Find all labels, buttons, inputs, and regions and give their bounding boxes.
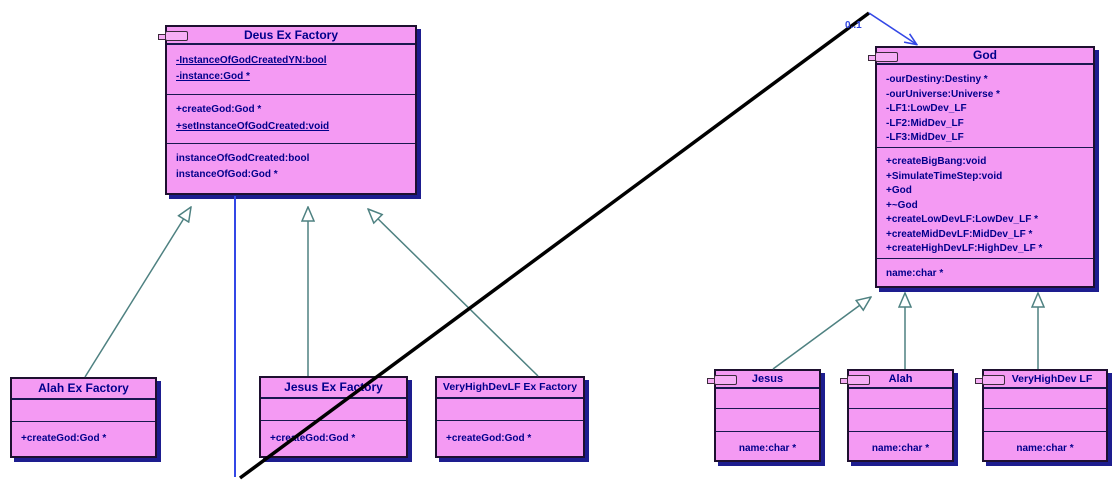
method: +createLowDevLF:LowDev_LF *: [886, 214, 1038, 225]
attribute: -InstanceOfGodCreatedYN:bool: [176, 55, 327, 66]
class-title: God: [877, 48, 1093, 65]
class-title: Jesus Ex Factory: [261, 378, 406, 399]
class-component-icon: [158, 31, 188, 42]
property: instanceOfGodCreated:bool: [176, 153, 310, 164]
attributes-compartment: [437, 399, 583, 421]
property: name:char *: [738, 443, 797, 454]
property: instanceOfGod:God *: [176, 169, 278, 180]
methods-compartment: [984, 409, 1106, 432]
attribute: -LF2:MidDev_LF: [886, 117, 964, 129]
method: +SimulateTimeStep:void: [886, 170, 1003, 182]
method: +setInstanceOfGodCreated:void: [176, 121, 330, 132]
property: name:char *: [871, 443, 930, 454]
property: name:char *: [1016, 443, 1074, 454]
properties-compartment: name:char *: [849, 432, 952, 464]
attributes-compartment: [261, 399, 406, 421]
attributes-compartment: [12, 400, 155, 422]
properties-compartment: name:char *: [984, 432, 1106, 464]
attribute: -instance:God *: [176, 71, 250, 82]
class-title: Alah Ex Factory: [12, 379, 155, 400]
attribute: -ourDestiny:Destiny *: [886, 74, 988, 85]
method: +createGod:God *: [21, 433, 107, 444]
class-component-icon: [975, 375, 1005, 386]
property: name:char *: [886, 268, 944, 279]
attribute: -ourUniverse:Universe *: [886, 88, 1000, 100]
method: +createGod:God *: [270, 433, 356, 444]
class-alah[interactable]: Alah name:char *: [840, 369, 954, 464]
class-title: VeryHighDev LF: [984, 371, 1106, 389]
class-component-icon: [868, 52, 898, 63]
method: +createMidDevLF:MidDev_LF *: [886, 228, 1033, 240]
methods-compartment: +createBigBang:void +SimulateTimeStep:vo…: [877, 148, 1093, 259]
class-veryhighdev-lf[interactable]: VeryHighDev LF name:char *: [975, 369, 1108, 464]
class-title: Deus Ex Factory: [167, 27, 415, 45]
attributes-compartment: -InstanceOfGodCreatedYN:bool -instance:G…: [167, 45, 415, 95]
methods-compartment: [716, 409, 819, 432]
class-component-icon: [707, 375, 737, 386]
class-component-icon: [840, 375, 870, 386]
properties-compartment: instanceOfGodCreated:bool instanceOfGod:…: [167, 144, 415, 197]
method: +createGod:God *: [446, 433, 532, 444]
properties-compartment: name:char *: [877, 259, 1093, 290]
generalization-alahex-to-deus: [84, 207, 191, 378]
class-jesus[interactable]: Jesus name:char *: [707, 369, 821, 464]
class-title: VeryHighDevLF Ex Factory: [437, 378, 583, 399]
association-multiplicity-label: 0..1: [845, 20, 862, 31]
method: +createHighDevLF:HighDev_LF *: [886, 243, 1043, 254]
attributes-compartment: [849, 389, 952, 409]
class-deus-ex-factory[interactable]: Deus Ex Factory -InstanceOfGodCreatedYN:…: [158, 25, 417, 197]
method: +createGod:God *: [176, 104, 262, 115]
attributes-compartment: [716, 389, 819, 409]
methods-compartment: [849, 409, 952, 432]
class-god[interactable]: God -ourDestiny:Destiny * -ourUniverse:U…: [868, 46, 1095, 290]
properties-compartment: name:char *: [716, 432, 819, 464]
methods-compartment: +createGod:God *: [261, 421, 406, 460]
attribute: -LF3:MidDev_LF: [886, 132, 964, 143]
generalization-vhdlfex-to-deus: [368, 209, 539, 377]
method: +createBigBang:void: [886, 156, 987, 167]
class-alah-ex-factory[interactable]: Alah Ex Factory +createGod:God *: [10, 377, 157, 458]
association-arrow-to-god: [868, 12, 916, 44]
class-jesus-ex-factory[interactable]: Jesus Ex Factory +createGod:God *: [259, 376, 408, 458]
attribute: -LF1:LowDev_LF: [886, 103, 967, 114]
attributes-compartment: [984, 389, 1106, 409]
attributes-compartment: -ourDestiny:Destiny * -ourUniverse:Unive…: [877, 65, 1093, 148]
methods-compartment: +createGod:God *: [437, 421, 583, 460]
methods-compartment: +createGod:God * +setInstanceOfGodCreate…: [167, 95, 415, 144]
class-title: Alah: [849, 371, 952, 389]
method: +God: [886, 185, 912, 196]
class-veryhighdevlf-ex-factory[interactable]: VeryHighDevLF Ex Factory +createGod:God …: [435, 376, 585, 458]
method: +~God: [886, 199, 918, 211]
generalization-jesus-to-god: [772, 297, 871, 370]
methods-compartment: +createGod:God *: [12, 422, 155, 460]
